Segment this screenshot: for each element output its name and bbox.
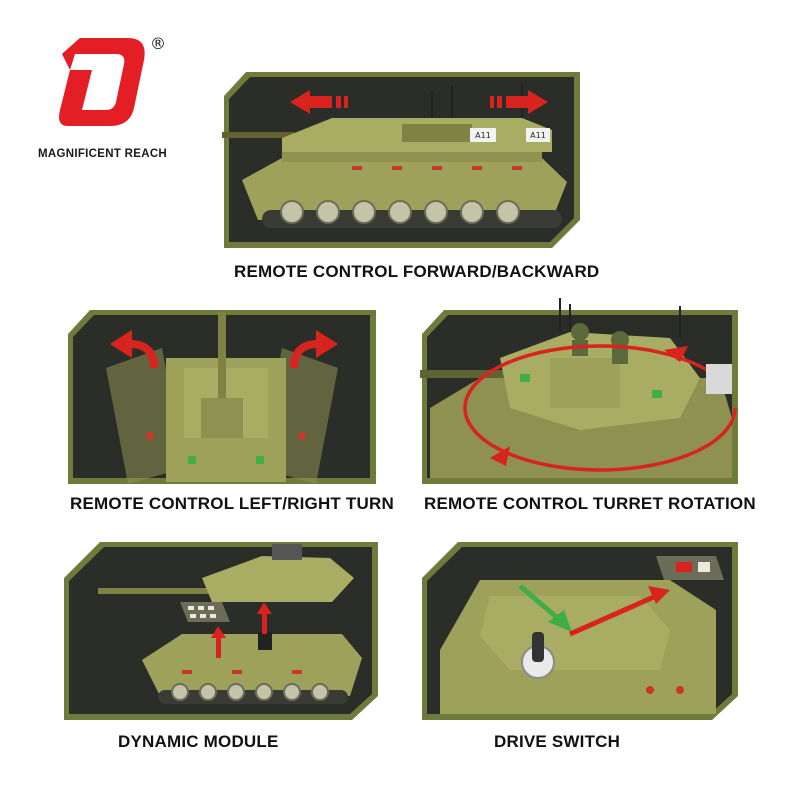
brand-name: MAGNIFICENT REACH bbox=[38, 148, 168, 160]
forward-backward-image: A11 A11 bbox=[222, 72, 580, 248]
forward-arrow-icon bbox=[490, 90, 548, 114]
crew-figure-icon bbox=[571, 323, 629, 364]
panel-drive-switch bbox=[420, 540, 740, 722]
right-turn-arrow-icon bbox=[290, 330, 338, 369]
panel-forward-backward: A11 A11 bbox=[222, 70, 582, 250]
left-right-turn-image bbox=[68, 310, 376, 484]
dynamic-module-image bbox=[64, 542, 378, 720]
brand-logo: ® MAGNIFICENT REACH bbox=[38, 30, 168, 165]
caption-drive-switch: DRIVE SWITCH bbox=[494, 732, 621, 751]
panel-left-right-turn bbox=[66, 308, 378, 486]
panel-dynamic-module bbox=[62, 540, 380, 722]
turret-rotation-image bbox=[420, 298, 738, 484]
drive-switch-image bbox=[422, 542, 738, 720]
panel-turret-rotation bbox=[420, 298, 740, 486]
left-turn-arrow-icon bbox=[110, 330, 158, 369]
brand-logo-mark-icon bbox=[59, 38, 145, 126]
caption-left-right-turn: REMOTE CONTROL LEFT/RIGHT TURN bbox=[70, 494, 394, 513]
rotation-arrow-icon bbox=[463, 344, 737, 472]
caption-dynamic-module: DYNAMIC MODULE bbox=[118, 732, 279, 751]
green-arrow-icon bbox=[518, 584, 572, 632]
caption-turret-rotation: REMOTE CONTROL TURRET ROTATION bbox=[424, 494, 756, 513]
tank-marking-1: A11 bbox=[475, 131, 491, 140]
backward-arrow-icon bbox=[290, 90, 348, 114]
red-arrow-icon bbox=[568, 586, 670, 637]
drive-switch-knob-icon bbox=[521, 632, 555, 679]
module-block-icon bbox=[656, 556, 724, 580]
lift-arrow-icon bbox=[211, 602, 272, 658]
module-block-icon bbox=[180, 602, 230, 622]
tank-marking-2: A11 bbox=[530, 131, 546, 140]
caption-forward-backward: REMOTE CONTROL FORWARD/BACKWARD bbox=[234, 262, 600, 281]
registered-mark: ® bbox=[150, 34, 166, 53]
